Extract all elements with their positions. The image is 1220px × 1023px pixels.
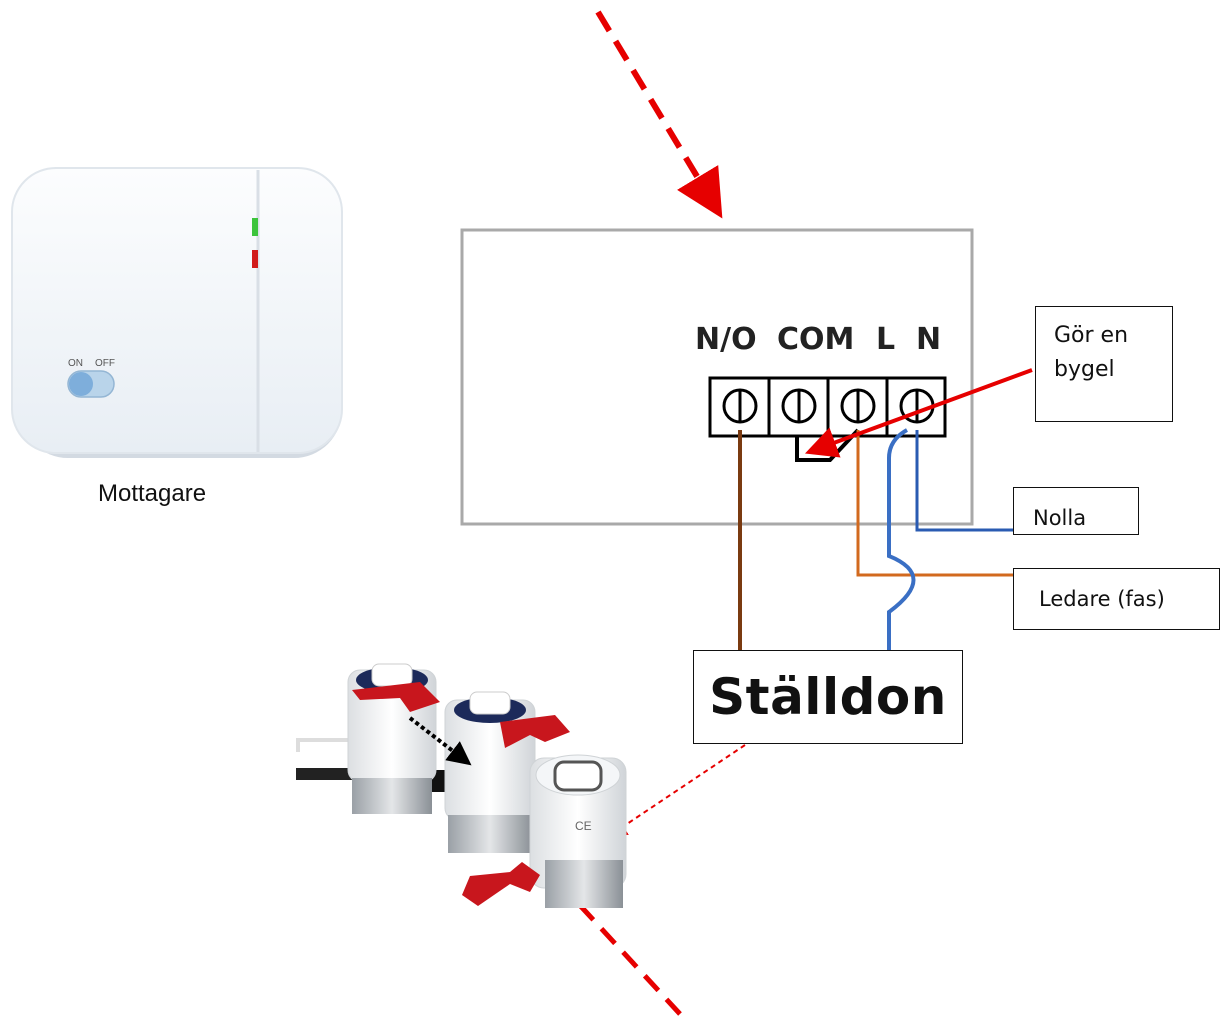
removed-cap-icon (462, 862, 540, 906)
orange-wire (856, 430, 1013, 577)
top-pointer-arrow (595, 10, 723, 219)
screw-icon (781, 388, 817, 424)
actuator-label: Ställdon (693, 650, 963, 744)
blue-wire-actuator (887, 428, 916, 650)
svg-text:CE: CE (575, 819, 592, 833)
jumper-note: Gör en bygel (1035, 306, 1173, 422)
jumper-note-line1: Gör en (1054, 323, 1129, 348)
screw-icon (722, 388, 758, 424)
switch-on-label: ON (68, 358, 83, 369)
terminal-label-com: COM (777, 322, 855, 357)
actuator-3: CE (529, 754, 627, 908)
actuator-2 (444, 691, 570, 853)
insert-direction-arrow (408, 716, 472, 766)
terminal-label-n: N (916, 322, 942, 357)
red-led-icon (252, 250, 258, 268)
jumper-wire (795, 428, 860, 462)
terminal-label-no: N/O (695, 322, 757, 357)
receiver-device: ON OFF (11, 167, 343, 458)
actuator-pointer-arrow (606, 744, 746, 838)
green-led-icon (252, 218, 258, 236)
actuator-photo: CE (296, 663, 627, 908)
screw-icon (840, 388, 876, 424)
neutral-label: Nolla (1013, 487, 1139, 535)
phase-label: Ledare (fas) (1013, 568, 1220, 630)
terminal-label-l: L (876, 322, 896, 357)
receiver-caption: Mottagare (98, 480, 207, 507)
terminal-block (708, 376, 947, 438)
actuator-1 (347, 663, 440, 814)
blue-wire-neutral (915, 430, 1013, 532)
switch-off-label: OFF (95, 358, 115, 369)
jumper-pointer-arrow (804, 368, 1033, 458)
jumper-note-line2: bygel (1054, 357, 1115, 383)
